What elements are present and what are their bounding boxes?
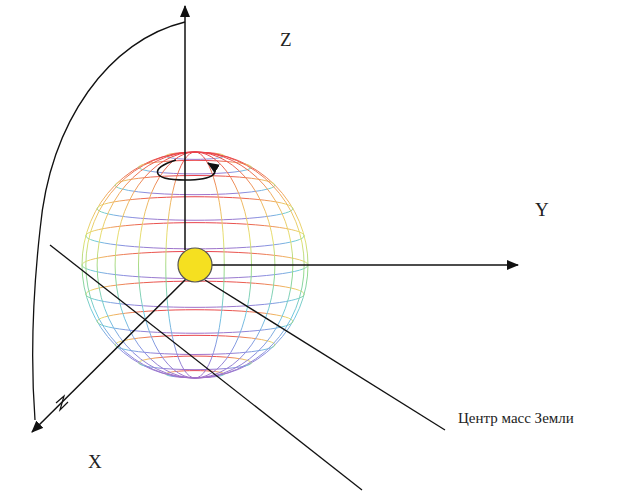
y-axis <box>205 264 518 266</box>
meridian-arc <box>33 22 185 420</box>
center-of-mass <box>178 248 212 282</box>
parallel-line <box>50 245 362 490</box>
axis-label: Z <box>280 30 292 51</box>
axis-label: Y <box>535 200 549 221</box>
leader-line <box>205 280 445 430</box>
z-axis <box>184 6 186 250</box>
rotation-arrow <box>158 160 215 180</box>
break-mark <box>56 396 68 410</box>
axis-label: X <box>88 452 102 473</box>
callout-label: Центр масс Земли <box>458 410 574 427</box>
x-axis <box>32 275 190 432</box>
